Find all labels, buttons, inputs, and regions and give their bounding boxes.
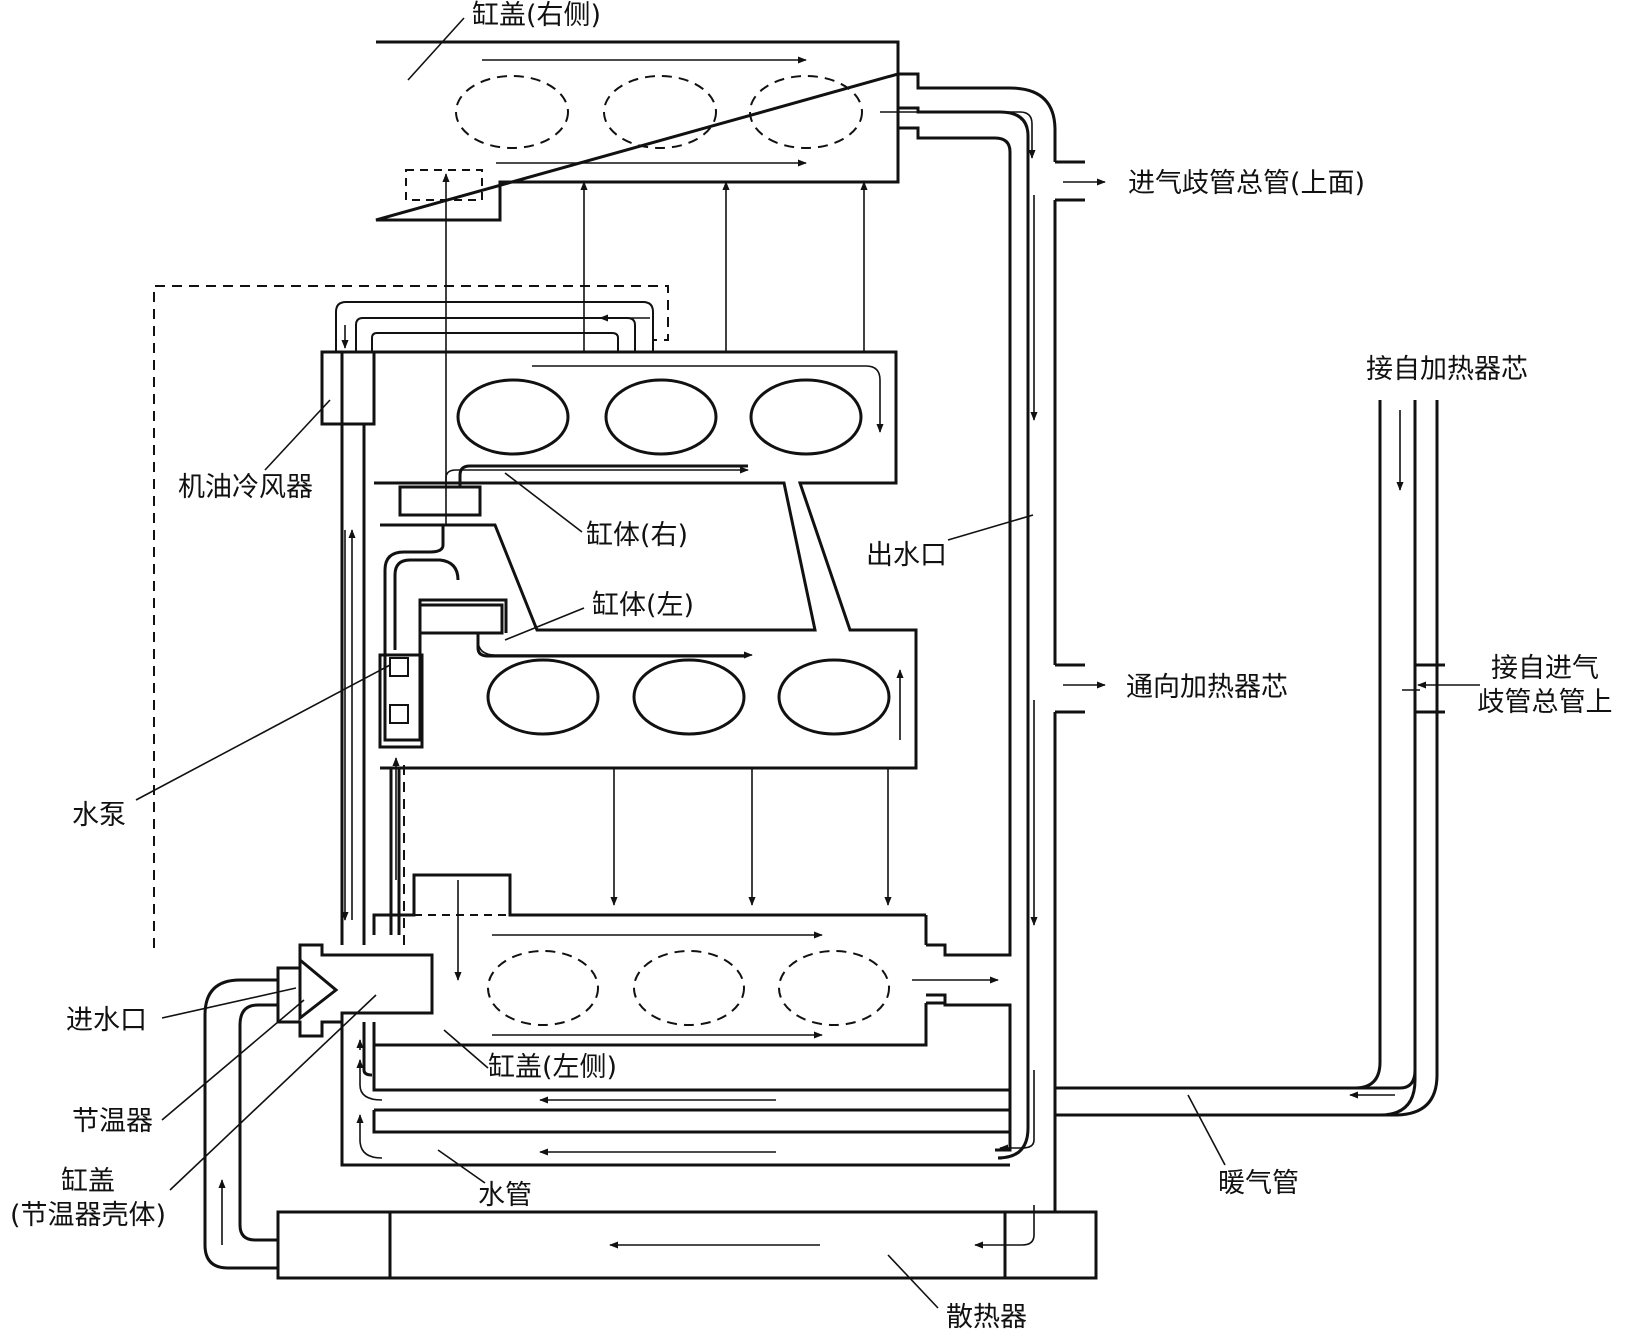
cylinder-block-right xyxy=(374,350,918,770)
label-cylinder-block-right: 缸体(右) xyxy=(586,520,689,551)
water-pump xyxy=(378,653,424,749)
outlet-pipe xyxy=(926,160,1085,1212)
flow-arrows xyxy=(218,56,1480,1249)
label-head-thermostat-housing: 缸盖 (节温器壳体) xyxy=(0,1165,176,1233)
label-cylinder-block-left: 缸体(左) xyxy=(592,590,695,621)
label-thermostat: 节温器 xyxy=(72,1106,153,1137)
label-outlet: 出水口 xyxy=(866,540,947,571)
cylinder-head-right xyxy=(375,40,1057,222)
label-intake-manifold: 进气歧管总管(上面) xyxy=(1128,168,1366,199)
label-inlet: 进水口 xyxy=(66,1005,147,1036)
bottom-hose xyxy=(203,978,278,1270)
label-head-housing-line2: (节温器壳体) xyxy=(9,1200,167,1231)
label-from-intake-manifold: 接自进气 歧管总管上 xyxy=(1470,652,1620,720)
water-pipes xyxy=(340,400,1439,1167)
label-from-intake-line2: 歧管总管上 xyxy=(1477,687,1613,718)
label-to-heater-core: 通向加热器芯 xyxy=(1126,672,1288,703)
label-from-heater-core: 接自加热器芯 xyxy=(1366,354,1528,385)
label-cylinder-head-left: 缸盖(左侧) xyxy=(488,1052,618,1083)
label-oil-cooler: 机油冷风器 xyxy=(178,472,313,503)
oil-cooler-loop xyxy=(153,285,669,948)
heater-pipe xyxy=(1055,400,1445,1117)
label-radiator: 散热器 xyxy=(946,1302,1027,1333)
label-from-intake-line1: 接自进气 xyxy=(1491,653,1599,684)
label-cylinder-head-right: 缸盖(右侧) xyxy=(472,0,602,31)
oil-cooler xyxy=(320,350,376,426)
label-water-pump: 水泵 xyxy=(72,800,126,831)
left-return-pipes xyxy=(340,352,926,945)
label-heater-pipe: 暖气管 xyxy=(1218,1168,1299,1199)
label-water-pipe: 水管 xyxy=(478,1180,532,1211)
label-head-housing-line1: 缸盖 xyxy=(61,1166,115,1197)
thermostat-housing xyxy=(276,943,434,1038)
leader-lines xyxy=(135,17,1226,1309)
